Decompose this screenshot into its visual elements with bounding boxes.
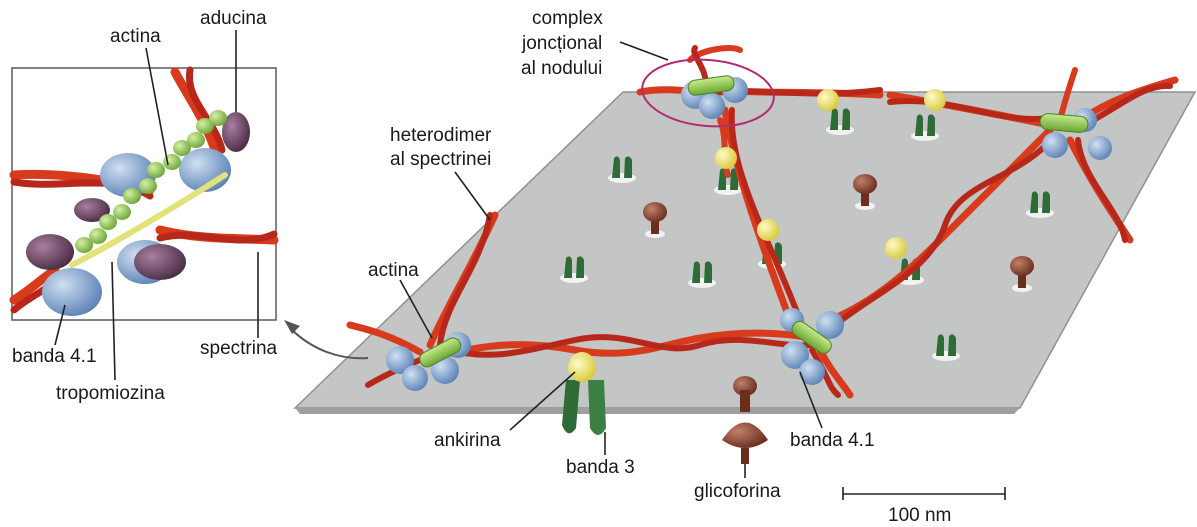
- scale-bar: [843, 487, 1005, 500]
- label-complex-line2: joncțional: [521, 33, 602, 54]
- label-complex-line1: complex: [532, 8, 603, 29]
- label-tropomiozina: tropomiozina: [56, 383, 165, 404]
- inset-arrowhead: [284, 320, 300, 334]
- label-scale: 100 nm: [888, 505, 951, 526]
- label-heterodimer-line1: heterodimer: [390, 125, 492, 146]
- label-complex-line3: al nodului: [521, 58, 602, 79]
- label-actina-main: actina: [368, 260, 419, 281]
- label-banda41-inset: banda 4.1: [12, 346, 97, 367]
- label-banda41-main: banda 4.1: [790, 430, 875, 451]
- label-banda3: banda 3: [566, 457, 635, 478]
- label-ankirina: ankirina: [434, 430, 501, 451]
- label-aducina: aducina: [200, 8, 267, 29]
- label-heterodimer-line2: al spectrinei: [390, 149, 491, 170]
- label-actina-inset: actina: [110, 26, 161, 47]
- label-spectrina: spectrina: [200, 338, 278, 359]
- label-glicoforina: glicoforina: [694, 481, 781, 502]
